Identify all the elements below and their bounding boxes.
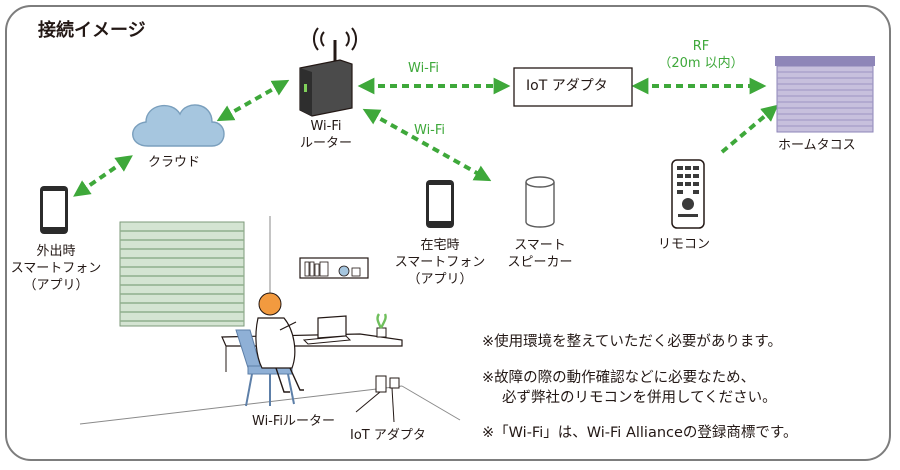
arrow-cloud-router [216,79,290,122]
smartphone-icon-out [40,186,68,234]
blind-icon [119,221,245,327]
router-label-line2: ルーター [299,136,352,151]
home-tacos-label: ホームタコス [778,138,856,153]
note-4: ※「Wi-Fi」は、Wi-Fi Allianceの登録商標です。 [482,425,798,441]
cloud-label: クラウド [148,155,201,170]
note-2: ※故障の際の動作確認などに必要なため、 [482,370,756,386]
diagram-title: 接続イメージ [38,20,146,41]
plant-icon [376,313,387,338]
smartphone-icon-home [426,180,454,228]
arrow-remote-shade [720,104,779,154]
speaker-icon [525,176,555,228]
chair-icon [235,329,295,407]
note-1: ※使用環境を整えていただく必要があります。 [482,334,782,350]
arrow-router-speaker [362,108,492,182]
diagram-frame [5,5,891,461]
wifi-top-label: Wi-Fi [408,61,440,76]
rf-label: RF （20m 以内） [656,38,746,72]
phone-out-line1: 外出時 [36,244,76,259]
phone-out-label: 外出時 スマートフォン （アプリ） [11,243,102,294]
phone-out-line3: （アプリ） [23,278,89,293]
phone-home-label: 在宅時 スマートフォン （アプリ） [395,237,486,288]
router-icon [299,27,357,117]
remote-icon [671,159,705,229]
shade-icon [775,56,875,133]
arrow-phone-cloud [73,155,133,197]
rf-label-line2: （20m 以内） [658,56,744,71]
shelf-icon [299,257,369,279]
speaker-line2: スピーカー [507,255,573,270]
person-icon [255,292,304,393]
iot-adapter-box [513,67,633,107]
wifi-mid-label: Wi-Fi [414,123,446,138]
iot-adapter-label: IoT アダプタ [526,78,608,94]
speaker-label: スマート スピーカー [500,237,580,271]
room-adapter-label: IoT アダプタ [350,428,426,443]
phone-home-line3: （アプリ） [407,272,473,287]
note-3: 必ず弊社のリモコンを併用してください。 [502,390,777,406]
phone-out-line2: スマートフォン [10,261,102,276]
router-label: Wi-Fi ルーター [294,118,358,152]
remote-label: リモコン [658,237,711,252]
router-label-line1: Wi-Fi [310,119,342,134]
phone-home-line1: 在宅時 [420,238,460,253]
laptop-icon [302,315,352,345]
room-devices [355,375,400,423]
speaker-line1: スマート [514,238,566,253]
phone-home-line2: スマートフォン [394,255,486,270]
room-router-label: Wi-Fiルーター [252,414,336,429]
room-scene [79,216,461,425]
rf-label-line1: RF [692,39,710,54]
cloud-icon [132,104,225,147]
